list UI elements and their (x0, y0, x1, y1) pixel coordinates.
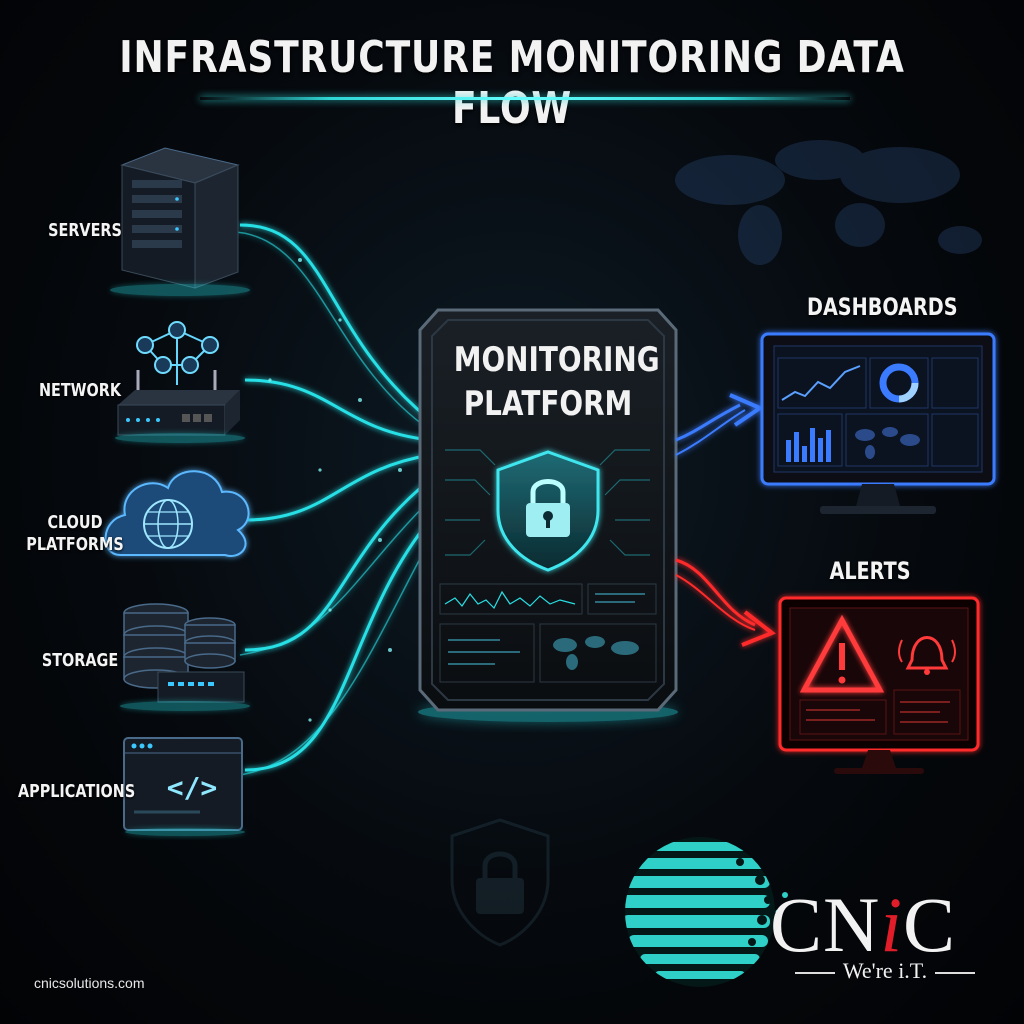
source-label-applications: APPLICATIONS (18, 781, 136, 802)
flow-particles (268, 258, 402, 722)
logo-text-before: CN (770, 881, 881, 968)
dashboard-flow-arrow (675, 393, 765, 456)
logo-tagline-text: We're i.T. (842, 958, 928, 983)
platform-title: MONITORING PLATFORM (453, 338, 660, 426)
dashboard-monitor-icon (760, 332, 996, 514)
output-label-dashboards: DASHBOARDS (807, 293, 958, 321)
source-label-network: NETWORK (38, 380, 122, 401)
svg-text:</>: </> (167, 771, 218, 804)
monitoring-platform-panel (418, 308, 678, 722)
platform-waveform-panel (439, 583, 583, 615)
platform-text-panel (587, 583, 657, 615)
alert-flow-arrow (675, 558, 776, 647)
title-underline (200, 97, 850, 100)
shield-lock-icon (496, 450, 600, 572)
cloud-globe-icon (104, 470, 250, 557)
logo-sphere-icon (625, 837, 788, 987)
website-link[interactable]: cnicsolutions.com (34, 975, 145, 991)
alert-monitor-icon (778, 596, 980, 774)
logo-wordmark: CNiC (770, 880, 956, 970)
logo-text-accent: i (880, 881, 904, 968)
source-label-cloud-platforms: CLOUD PLATFORMS (23, 512, 127, 556)
logo-text-after: C (903, 881, 957, 968)
output-label-alerts: ALERTS (829, 557, 911, 585)
page-title: INFRASTRUCTURE MONITORING DATA FLOW (119, 32, 905, 134)
platform-title-line2: PLATFORM (463, 384, 633, 424)
source-label-cloud-line1: CLOUD (47, 512, 103, 533)
network-router-icon (115, 321, 245, 443)
background-lock-icon (450, 818, 550, 947)
platform-map-panel (539, 623, 657, 683)
code-window-icon: </> (123, 737, 245, 836)
logo-tagline: We're i.T. (780, 958, 990, 984)
database-storage-icon (120, 603, 250, 711)
source-label-servers: SERVERS (48, 220, 122, 241)
platform-title-line1: MONITORING (453, 340, 660, 380)
source-flow-lines (235, 223, 432, 776)
source-label-storage: STORAGE (41, 650, 119, 671)
world-map-background (675, 140, 982, 265)
server-rack-icon (110, 147, 250, 296)
source-label-cloud-line2: PLATFORMS (26, 534, 124, 555)
platform-log-panel (439, 623, 535, 683)
